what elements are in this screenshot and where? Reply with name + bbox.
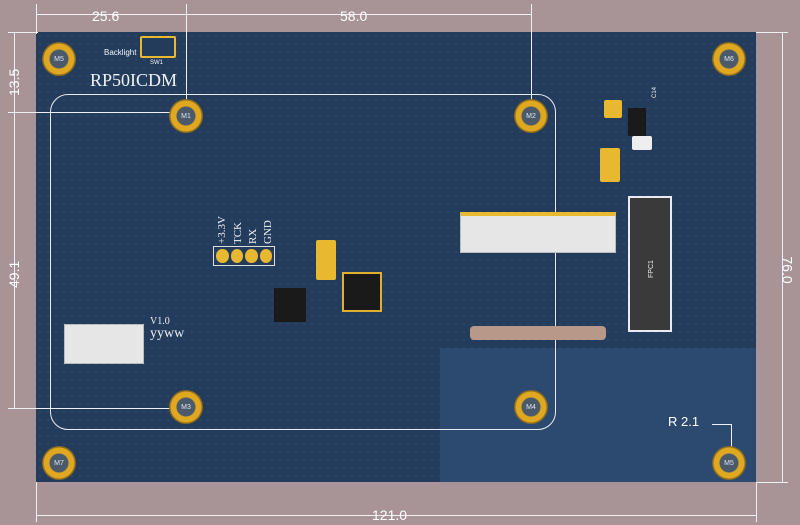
mount-hole: M1 — [169, 99, 203, 133]
display-outline — [50, 94, 556, 430]
pin-label: GND — [262, 220, 274, 244]
dim-line — [756, 482, 788, 483]
mount-hole: M6 — [712, 42, 746, 76]
debug-header — [213, 246, 275, 266]
header-pin — [259, 249, 272, 263]
dim-line — [8, 112, 178, 113]
dim-label: 13.5 — [6, 68, 22, 96]
cutout — [470, 326, 606, 340]
backlight-switch[interactable] — [140, 36, 176, 58]
header-pin — [230, 249, 243, 263]
switch-label: SW1 — [150, 60, 164, 66]
mount-hole: M5 — [712, 446, 746, 480]
cap-label: C14 — [652, 86, 658, 98]
dim-line — [756, 482, 757, 522]
dim-line — [531, 4, 532, 112]
dim-line — [14, 32, 15, 409]
dim-line — [36, 482, 37, 522]
dim-label: 25.6 — [92, 8, 120, 24]
dim-label: 121.0 — [372, 507, 408, 523]
dim-line — [756, 32, 788, 33]
fpc-connector — [460, 212, 616, 253]
inductor — [632, 136, 652, 150]
ic-sot — [628, 108, 646, 136]
mount-hole: M2 — [514, 99, 548, 133]
header-pin — [216, 249, 229, 263]
dim-label: 58.0 — [340, 8, 368, 24]
backlight-label: Backlight — [104, 48, 137, 57]
connector — [64, 324, 144, 364]
mount-hole: M4 — [514, 390, 548, 424]
dim-line — [36, 4, 37, 34]
dim-line — [8, 408, 178, 409]
dim-line — [36, 515, 756, 516]
ic-soic — [274, 288, 306, 322]
version-label: V1.0 — [150, 316, 170, 327]
fpc-label: FPC1 — [648, 260, 655, 278]
header-pin — [245, 249, 258, 263]
fpc1-connector — [628, 196, 672, 332]
mcu-qfn48 — [342, 272, 382, 312]
dim-line — [186, 14, 531, 15]
board-region — [440, 348, 756, 482]
date-code-label: yyww — [150, 326, 185, 341]
pin-label: TCK — [232, 222, 244, 244]
model-label: RP50ICDM — [90, 70, 178, 90]
dim-line — [731, 424, 732, 448]
dim-line — [186, 4, 187, 112]
dim-line — [8, 32, 38, 33]
dim-line — [782, 32, 783, 482]
dim-line — [712, 424, 732, 425]
radius-label: R 2.1 — [668, 414, 700, 429]
dim-label: 76.0 — [779, 256, 796, 284]
dim-line — [36, 14, 186, 15]
mount-hole: M3 — [169, 390, 203, 424]
dim-label: 49.1 — [6, 260, 22, 288]
mount-hole: M5 — [42, 42, 76, 76]
pin-label: RX — [247, 228, 259, 244]
passive — [604, 100, 622, 118]
mount-hole: M7 — [42, 446, 76, 480]
passive — [316, 240, 336, 280]
diode — [600, 148, 620, 182]
pin-label: +3.3V — [216, 216, 228, 244]
